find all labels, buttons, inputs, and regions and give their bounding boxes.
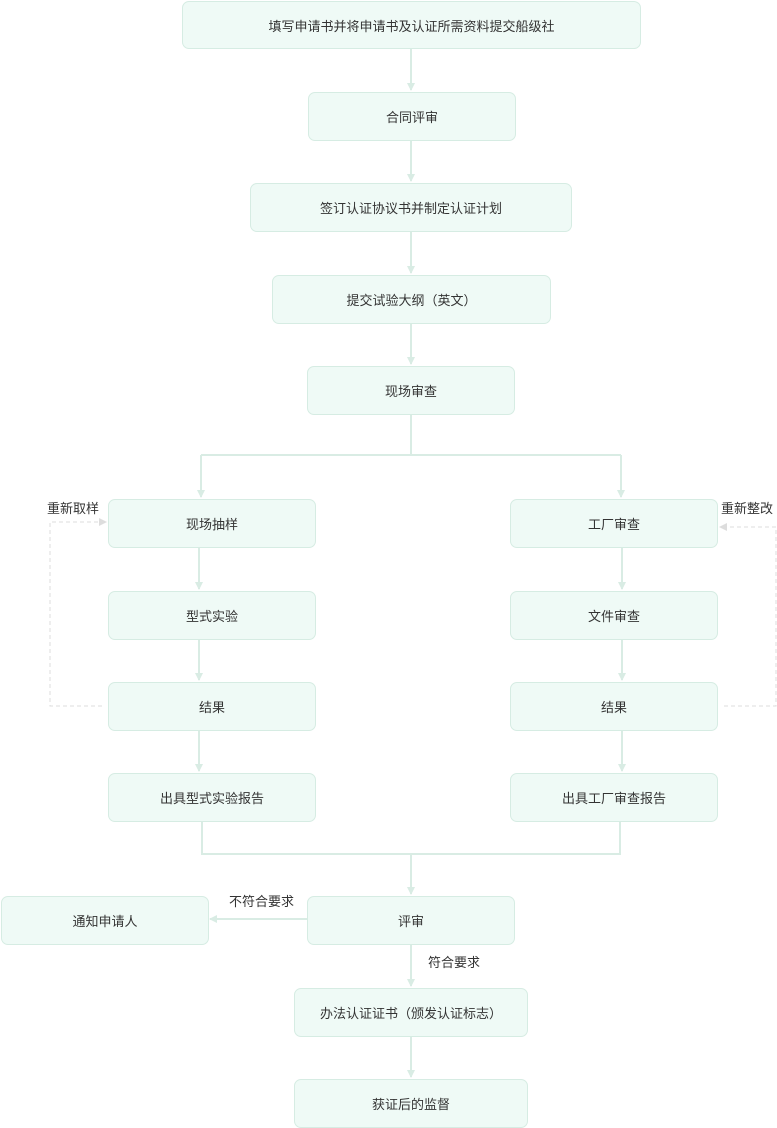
node-type-test-label: 型式实验 xyxy=(185,610,238,625)
node-site-review: 现场审查 xyxy=(307,366,515,415)
edge-label-resample: 重新取样 xyxy=(47,502,100,517)
node-document-review: 文件审查 xyxy=(510,591,718,640)
node-issue-certificate: 办法认证证书（颁发认证标志） xyxy=(294,988,528,1037)
node-notify-applicant-label: 通知申请人 xyxy=(72,915,138,930)
node-factory-review-label: 工厂审查 xyxy=(587,518,640,533)
edge-label-compliant: 符合要求 xyxy=(428,956,481,971)
node-type-test-report: 出具型式实验报告 xyxy=(108,773,316,822)
node-post-supervision-label: 获证后的监督 xyxy=(371,1098,450,1113)
node-site-review-label: 现场审查 xyxy=(384,385,437,400)
edge-site-review-split xyxy=(201,415,621,456)
node-submit-outline: 提交试验大纲（英文） xyxy=(272,275,551,324)
node-factory-review-report-label: 出具工厂审查报告 xyxy=(561,792,666,807)
node-contract-review-label: 合同评审 xyxy=(385,111,438,126)
node-result-left: 结果 xyxy=(108,682,316,731)
node-result-left-label: 结果 xyxy=(198,701,225,716)
node-contract-review: 合同评审 xyxy=(308,92,516,141)
node-document-review-label: 文件审查 xyxy=(587,610,640,625)
edge-resample-loop xyxy=(49,518,107,707)
node-evaluation-label: 评审 xyxy=(397,915,424,930)
node-submit-application-label: 填写申请书并将申请书及认证所需资料提交船级社 xyxy=(268,19,555,35)
node-sign-agreement-label: 签订认证协议书并制定认证计划 xyxy=(319,202,502,217)
node-issue-certificate-label: 办法认证证书（颁发认证标志） xyxy=(319,1007,502,1022)
node-site-sampling-label: 现场抽样 xyxy=(185,518,238,533)
node-result-right: 结果 xyxy=(510,682,718,731)
edge-rectify-loop xyxy=(719,523,777,707)
node-factory-review-report: 出具工厂审查报告 xyxy=(510,773,718,822)
node-type-test-report-label: 出具型式实验报告 xyxy=(159,792,264,807)
node-submit-application: 填写申请书并将申请书及认证所需资料提交船级社 xyxy=(182,1,641,49)
node-post-supervision: 获证后的监督 xyxy=(294,1079,528,1128)
node-notify-applicant: 通知申请人 xyxy=(1,896,209,945)
node-site-sampling: 现场抽样 xyxy=(108,499,316,548)
edge-label-rectify: 重新整改 xyxy=(721,502,774,517)
edge-label-not-compliant: 不符合要求 xyxy=(229,895,295,910)
node-evaluation: 评审 xyxy=(307,896,515,945)
node-sign-agreement: 签订认证协议书并制定认证计划 xyxy=(250,183,572,232)
node-submit-outline-label: 提交试验大纲（英文） xyxy=(346,294,477,309)
node-factory-review: 工厂审查 xyxy=(510,499,718,548)
node-type-test: 型式实验 xyxy=(108,591,316,640)
edge-reports-merge xyxy=(201,822,621,894)
node-result-right-label: 结果 xyxy=(600,701,627,716)
